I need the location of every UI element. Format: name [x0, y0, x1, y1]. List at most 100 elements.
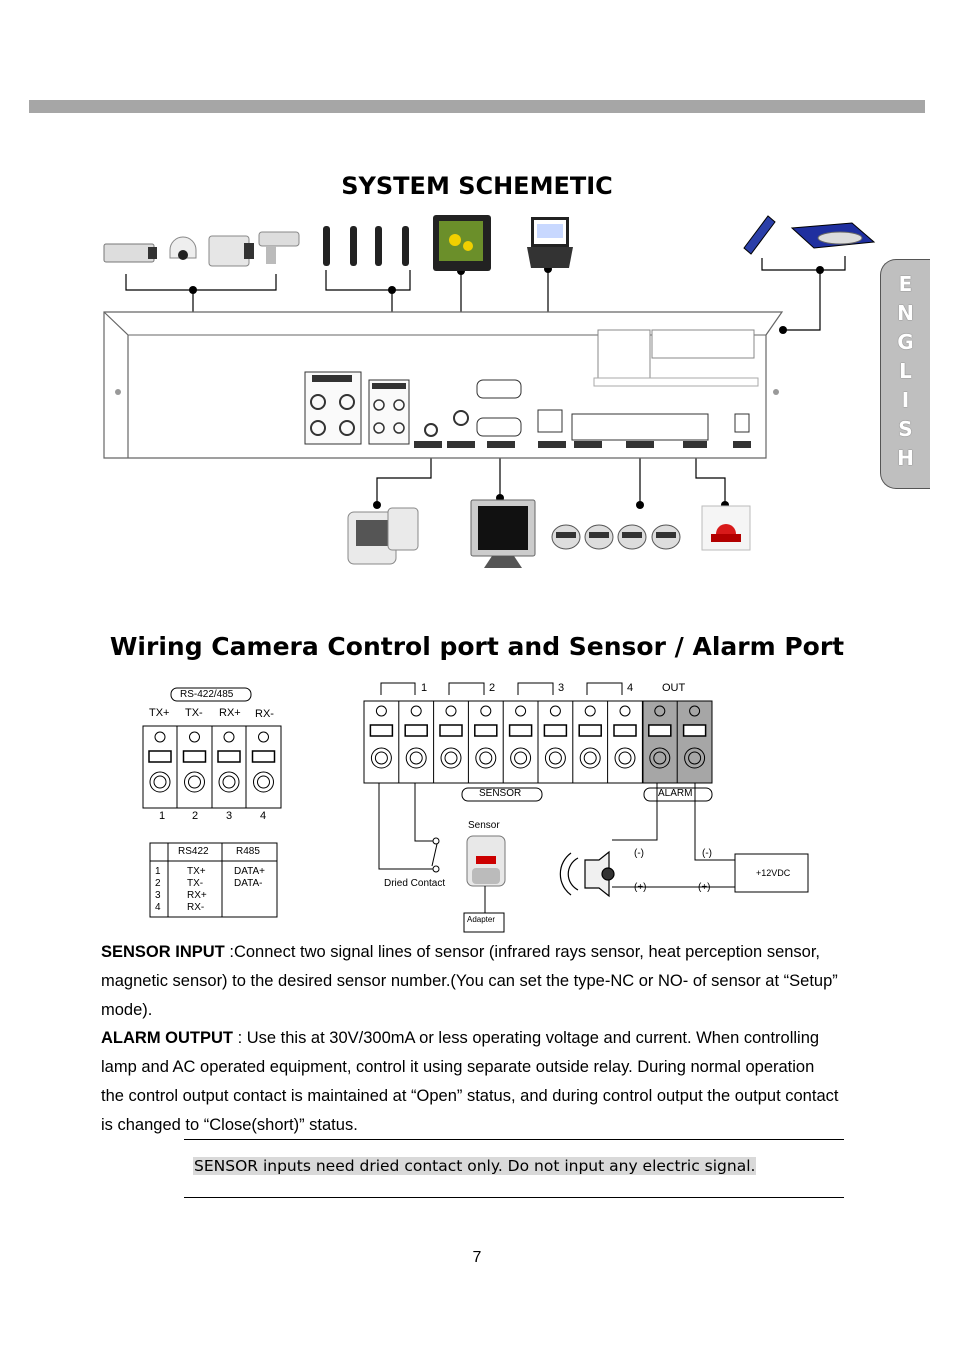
terminal-group-label: OUT: [662, 682, 686, 694]
table-cell: DATA-: [234, 878, 263, 889]
sensor-input-paragraph: SENSOR INPUT :Connect two signal lines o…: [101, 938, 841, 1025]
rs-pin-hole: [189, 731, 200, 743]
terminal-screw-inner: [618, 751, 632, 765]
rs-pin-label: TX-: [185, 707, 203, 719]
table-header: RS422: [178, 846, 209, 857]
table-cell: TX+: [187, 866, 206, 877]
terminal-screw-inner: [548, 751, 562, 765]
sensor-label: Sensor: [468, 820, 500, 831]
terminal-screw: [579, 747, 601, 769]
pir-sensor-icon: [466, 835, 506, 887]
schematic-title: SYSTEM SCHEMETIC: [341, 172, 613, 200]
terminal-screw-inner: [409, 751, 423, 765]
dried-contact-label: Dried Contact: [384, 878, 446, 889]
language-tab-english[interactable]: E N G L I S H: [880, 259, 930, 489]
rs-pin-number: 2: [192, 810, 199, 822]
adapter-label: Adapter: [467, 915, 496, 924]
system-schematic-diagram: [103, 215, 876, 568]
sensor-input-text: :Connect two signal lines of sensor (inf…: [101, 943, 838, 1019]
rs-pin-label: TX+: [149, 707, 170, 719]
pos-label: (+): [698, 882, 711, 893]
tab-letter: H: [897, 446, 914, 470]
rs-pin-hole: [258, 731, 269, 743]
terminal-group-label: 3: [558, 682, 565, 694]
terminal-screw: [475, 747, 497, 769]
terminal-slot: [439, 724, 463, 737]
microphone-icons: [323, 226, 409, 266]
rs-pin-screw: [149, 771, 171, 793]
rs-pin-number: 3: [226, 810, 233, 822]
terminal-screw-inner: [479, 751, 493, 765]
dvr-back-panel: [103, 311, 784, 459]
rs-pin-screw-inner: [222, 775, 236, 789]
speaker-icons: [347, 507, 419, 565]
pos-label: (+): [634, 882, 647, 893]
tab-letter: N: [897, 301, 914, 325]
terminal-hole: [689, 705, 701, 717]
monitor-icon: [433, 215, 491, 271]
terminal-hole: [515, 705, 527, 717]
rs-pin-screw-inner: [153, 775, 167, 789]
sensor-input-label: SENSOR INPUT: [101, 943, 225, 961]
camera-icons: [103, 231, 300, 267]
terminal-screw-inner: [374, 751, 388, 765]
terminal-group-label: 2: [489, 682, 496, 694]
terminal-hole: [410, 705, 422, 717]
terminal-slot: [404, 724, 428, 737]
note-top-rule: [184, 1139, 844, 1140]
rs-pin-label: RX+: [219, 707, 241, 719]
terminal-screw: [405, 747, 427, 769]
rs-pin-screw-inner: [188, 775, 201, 789]
laptop-icon: [527, 217, 573, 268]
page-number: 7: [472, 1249, 482, 1266]
terminal-screw: [440, 747, 462, 769]
rs-pin-screw: [218, 771, 240, 793]
terminal-hole: [480, 705, 492, 717]
table-cell: RX-: [187, 902, 205, 913]
table-header: R485: [236, 846, 260, 857]
rs-pin-label: RX-: [255, 708, 274, 720]
tab-letter: S: [898, 417, 913, 441]
table-cell: DATA+: [234, 866, 266, 877]
terminal-screw: [510, 747, 532, 769]
siren-icon: [559, 850, 615, 898]
terminal-slot: [682, 724, 707, 737]
table-row-number: 1: [155, 866, 161, 877]
alarm-badge-label: ALARM: [658, 788, 693, 799]
terminal-slot: [578, 724, 602, 737]
alarm-lamp-icon: [701, 505, 751, 551]
terminal-slot: [648, 724, 672, 737]
rs-pin-screw-inner: [257, 775, 270, 789]
tab-letter: G: [897, 330, 914, 354]
table-row-number: 4: [155, 902, 161, 913]
rs-pin-number: 4: [260, 810, 267, 822]
table-cell: TX-: [187, 878, 204, 889]
rs-pin-slot: [251, 750, 276, 763]
tab-letter: L: [899, 359, 912, 383]
terminal-screw-inner: [583, 751, 597, 765]
tab-letter: I: [901, 388, 910, 412]
terminal-slot: [543, 724, 568, 737]
rs-badge-label: RS-422/485: [180, 689, 234, 700]
tab-letter: E: [898, 272, 913, 296]
terminal-screw-inner: [514, 751, 528, 765]
terminal-hole: [619, 705, 631, 717]
note-text: SENSOR inputs need dried contact only. D…: [193, 1157, 757, 1175]
table-cell: RX+: [187, 890, 207, 901]
table-row-number: 3: [155, 890, 161, 901]
terminal-screw: [684, 747, 706, 769]
terminal-screw: [649, 747, 671, 769]
power-label: +12VDC: [756, 868, 791, 878]
alarm-output-text: : Use this at 30V/300mA or less operatin…: [101, 1029, 839, 1134]
rs-pin-slot: [148, 750, 172, 763]
terminal-screw-inner: [653, 751, 667, 765]
alarm-output-paragraph: ALARM OUTPUT : Use this at 30V/300mA or …: [101, 1024, 841, 1140]
note-bottom-rule: [184, 1197, 844, 1198]
terminal-hole: [445, 705, 457, 717]
rs-pin-hole: [223, 731, 235, 743]
neg-label: (-): [702, 848, 712, 859]
terminal-screw: [614, 747, 636, 769]
terminal-group-label: 4: [627, 682, 634, 694]
terminal-slot: [369, 724, 394, 737]
remote-dvd-icons: [743, 215, 876, 255]
